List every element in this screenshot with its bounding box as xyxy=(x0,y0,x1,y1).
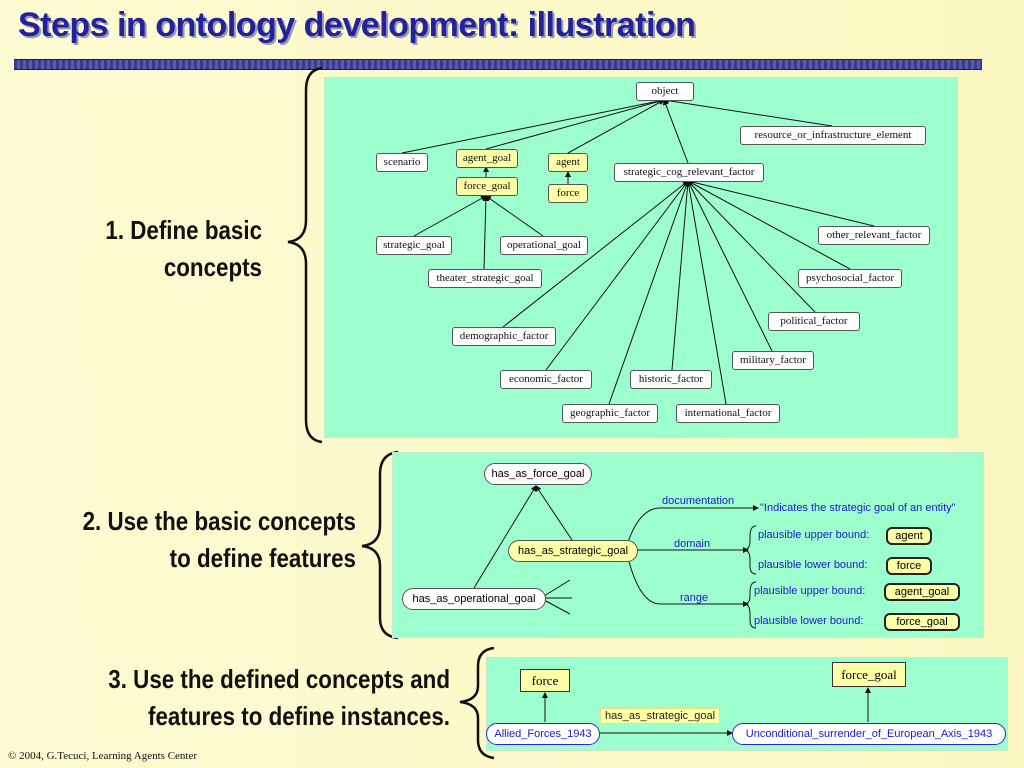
feature-has-as-force-goal: has_as_force_goal xyxy=(484,463,592,485)
documentation-value: "Indicates the strategic goal of an enti… xyxy=(760,502,956,514)
node-resource: resource_or_infrastructure_element xyxy=(740,126,926,145)
domain-lower-label: plausible lower bound: xyxy=(758,559,868,571)
node-demographic: demographic_factor xyxy=(452,327,556,346)
brace-step2 xyxy=(361,450,399,640)
node-historic: historic_factor xyxy=(630,370,712,389)
domain-lower-value: force xyxy=(886,557,932,575)
node-international: international_factor xyxy=(676,404,780,423)
node-object: object xyxy=(636,82,694,101)
step1-line1: 1. Define basic xyxy=(105,215,262,245)
range-label: range xyxy=(680,592,709,604)
domain-upper-label: plausible upper bound: xyxy=(758,529,870,541)
range-lower-value: force_goal xyxy=(884,613,960,631)
step2-line2: to define features xyxy=(169,543,356,573)
node-political: political_factor xyxy=(768,312,860,331)
node-theater-strategic-goal: theater_strategic_goal xyxy=(428,269,542,288)
node-agent: agent xyxy=(548,153,588,172)
node-psychosocial: psychosocial_factor xyxy=(798,269,902,288)
step2-label: 2. Use the basic concepts to define feat… xyxy=(46,503,356,577)
node-force: force xyxy=(548,184,588,203)
step3-line2: features to define instances. xyxy=(148,701,450,731)
node-strategic-cog: strategic_cog_relevant_factor xyxy=(614,163,764,182)
range-upper-value: agent_goal xyxy=(884,583,960,601)
node-other-relevant: other_relevant_factor xyxy=(818,226,930,245)
brace-step3 xyxy=(459,646,495,760)
node-economic: economic_factor xyxy=(500,370,592,389)
node-military: military_factor xyxy=(732,351,814,370)
node-scenario: scenario xyxy=(376,153,428,172)
instance-unconditional-surrender: Unconditional_surrender_of_European_Axis… xyxy=(732,723,1006,745)
step1-line2: concepts xyxy=(163,252,262,282)
feature-has-as-strategic-goal: has_as_strategic_goal xyxy=(508,540,638,562)
step2-line1: 2. Use the basic concepts xyxy=(82,506,356,536)
node-force-goal: force_goal xyxy=(456,177,518,196)
range-lower-label: plausible lower bound: xyxy=(754,615,864,627)
domain-upper-value: agent xyxy=(886,527,932,545)
footer-copyright: © 2004, G.Tecuci, Learning Agents Center xyxy=(8,750,198,762)
range-upper-label: plausible upper bound: xyxy=(754,585,866,597)
node-operational-goal: operational_goal xyxy=(500,236,588,255)
title-divider xyxy=(14,59,982,70)
instance-class-force: force xyxy=(520,669,570,692)
instance-relation-label: has_as_strategic_goal xyxy=(600,708,721,724)
node-strategic-goal: strategic_goal xyxy=(376,236,452,255)
node-geographic: geographic_factor xyxy=(562,404,658,423)
step1-label: 1. Define basic concepts xyxy=(38,212,262,286)
feature-has-as-operational-goal: has_as_operational_goal xyxy=(402,588,546,610)
page-title: Steps in ontology development: illustrat… xyxy=(18,6,696,44)
instance-allied-forces: Allied_Forces_1943 xyxy=(486,723,600,745)
step3-label: 3. Use the defined concepts and features… xyxy=(63,661,450,735)
instance-class-force-goal: force_goal xyxy=(832,662,906,687)
documentation-label: documentation xyxy=(662,495,735,507)
domain-label: domain xyxy=(674,538,711,550)
brace-step1 xyxy=(287,66,323,444)
node-agent-goal: agent_goal xyxy=(456,149,518,168)
step3-line1: 3. Use the defined concepts and xyxy=(108,664,450,694)
